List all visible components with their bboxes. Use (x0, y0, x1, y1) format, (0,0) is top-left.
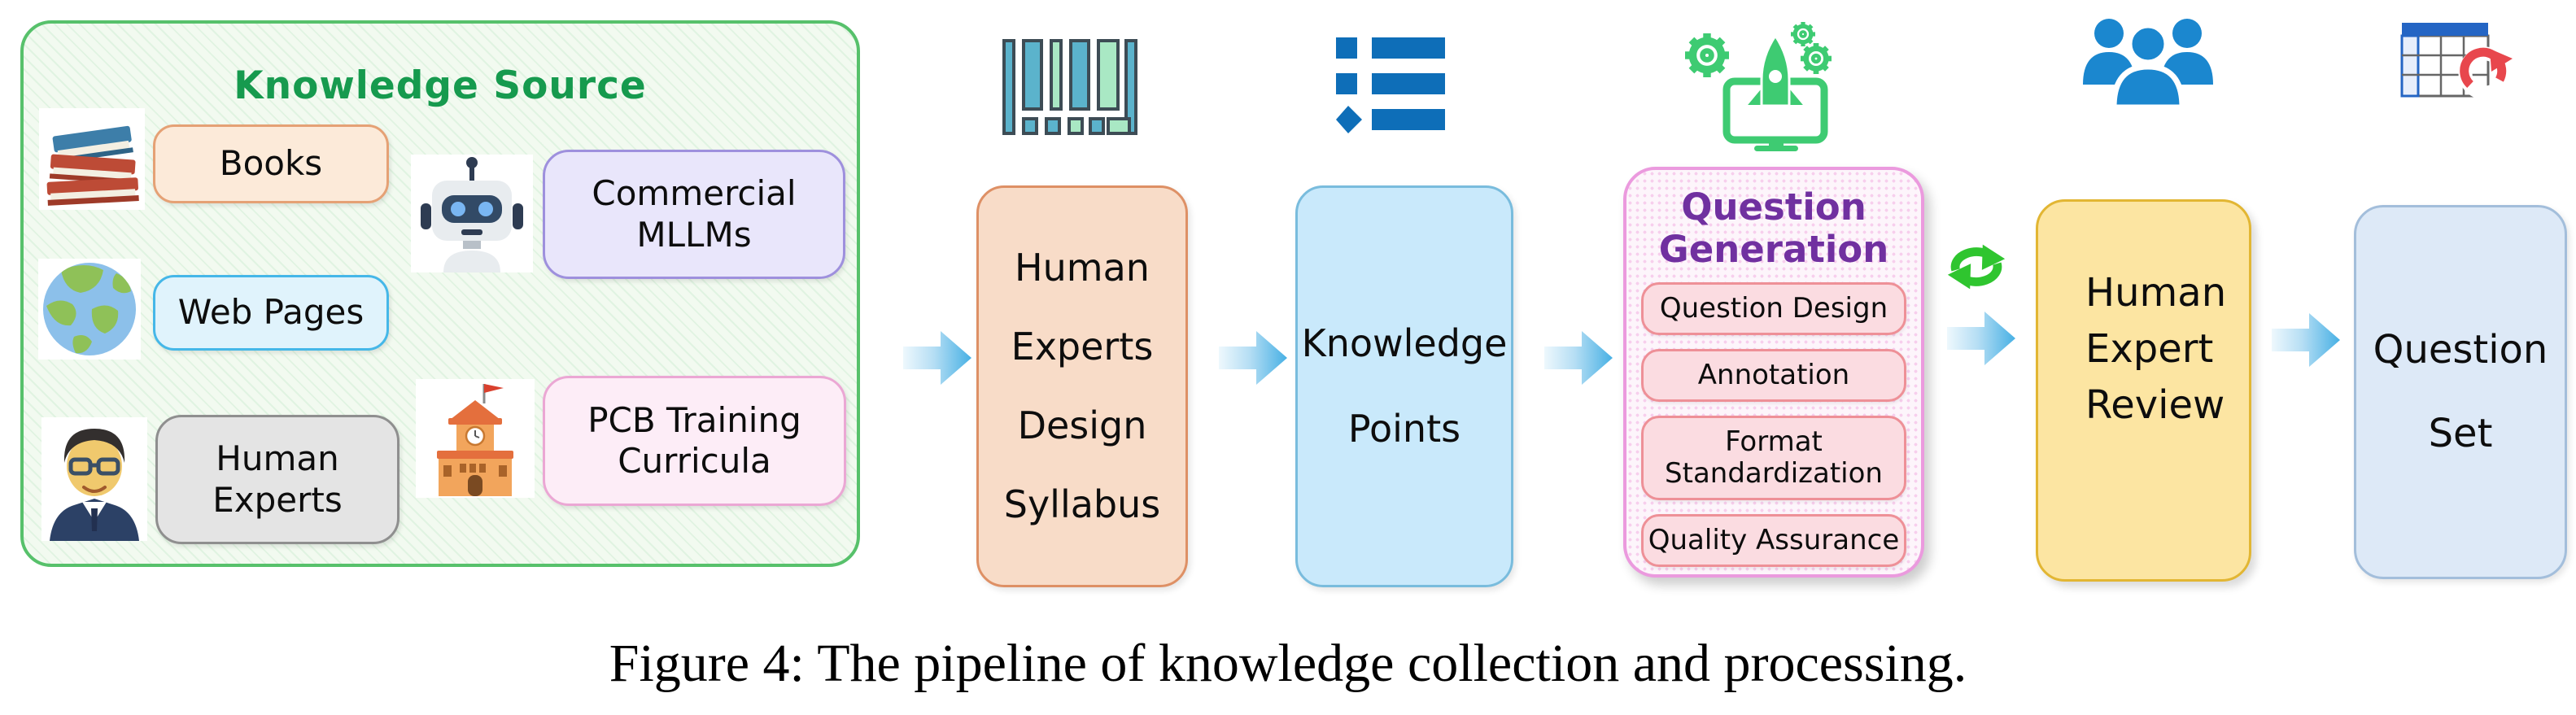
table-refresh-icon (2400, 23, 2513, 100)
flow-arrow-5 (2272, 313, 2340, 367)
qg-step-quality-assurance: Quality Assurance (1641, 513, 1906, 567)
flow-arrow-2 (1219, 331, 1287, 385)
list-icon (1336, 37, 1445, 133)
question-generation-steps: Question Design Annotation Format Standa… (1641, 281, 1906, 567)
robot-icon (411, 155, 533, 272)
human-expert-icon (41, 417, 147, 541)
school-icon (416, 379, 535, 498)
globe-icon (38, 259, 141, 360)
stage-text-line: Points (1347, 407, 1461, 451)
stage-text-line: Experts (1011, 325, 1154, 369)
knowledge-item-web-pages: Web Pages (153, 275, 389, 351)
qg-step-format-standardization: Format Standardization (1641, 415, 1906, 500)
stage-text-line: Syllabus (1003, 482, 1161, 526)
figure-caption: Figure 4: The pipeline of knowledge coll… (609, 634, 1967, 693)
stage-human-experts-design-syllabus: Human Experts Design Syllabus (976, 185, 1188, 587)
knowledge-item-books: Books (153, 124, 389, 203)
people-icon (2083, 19, 2213, 109)
stage-text-line: Human (1015, 246, 1150, 290)
qg-step-annotation: Annotation (1641, 348, 1906, 402)
stage-text-line: Design (1017, 403, 1147, 447)
stage-text-line: Question (2373, 326, 2548, 373)
knowledge-item-pcb-training-curricula: PCB Training Curricula (543, 376, 846, 506)
stage-knowledge-points: Knowledge Points (1295, 185, 1513, 587)
barcode-icon (1002, 39, 1137, 135)
stage-text-line: Review (2085, 382, 2225, 429)
knowledge-item-commercial-mllms: Commercial MLLMs (543, 150, 845, 279)
stage-question-set: Question Set (2354, 205, 2567, 579)
flow-arrow-3 (1544, 331, 1613, 385)
question-generation-title: Question Generation (1658, 185, 1889, 271)
knowledge-item-human-experts: Human Experts (155, 415, 399, 544)
books-icon (39, 108, 145, 210)
stage-text-line: Set (2428, 411, 2493, 456)
knowledge-source-title: Knowledge Source (234, 63, 647, 108)
automation-icon (1684, 20, 1834, 151)
stage-question-generation: Question Generation Question Design Anno… (1623, 167, 1924, 578)
flow-arrow-1 (903, 331, 971, 385)
stage-text-line: Human (2085, 270, 2227, 316)
stage-human-expert-review: Human Expert Review (2036, 199, 2251, 582)
flow-arrow-4 (1947, 312, 2015, 365)
stage-text-line: Expert (2085, 326, 2214, 373)
iteration-cycle-icon (1947, 244, 2006, 290)
qg-step-question-design: Question Design (1641, 281, 1906, 335)
stage-text-line: Knowledge (1301, 321, 1508, 366)
